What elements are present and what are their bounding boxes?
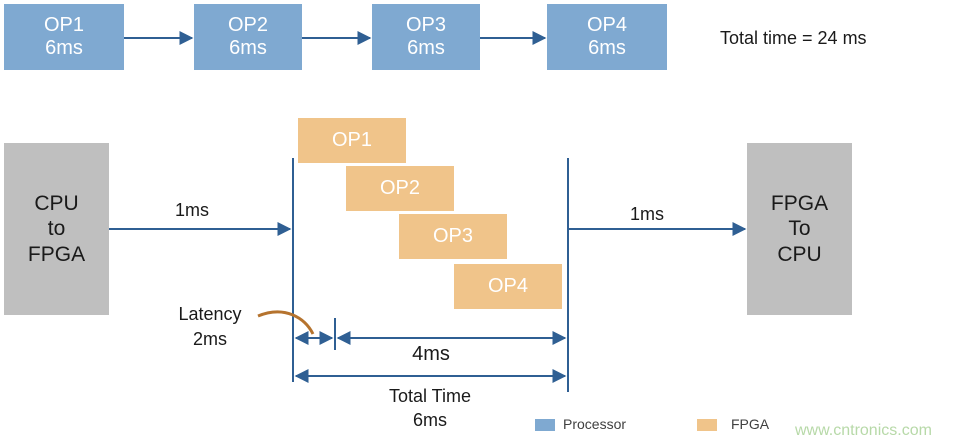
legend-fpga-label: FPGA xyxy=(731,416,770,432)
watermark-text: www.cntronics.com xyxy=(795,422,932,439)
legend-fpga-swatch xyxy=(697,419,717,431)
latency-callout-curve xyxy=(257,310,315,335)
fpga-op3-name: OP3 xyxy=(432,225,474,247)
seq-op1-box: OP1 6ms xyxy=(4,4,124,70)
fpga-op3-box: OP3 xyxy=(399,214,507,259)
latency-value: 2ms xyxy=(192,329,228,349)
fpga-op4-name: OP4 xyxy=(487,275,529,297)
fpga-op2-box: OP2 xyxy=(346,166,454,211)
seq-op3-name: OP3 xyxy=(405,14,447,36)
compute-time-label: 4ms xyxy=(412,343,450,365)
seq-op3-time: 6ms xyxy=(407,37,445,59)
total-time-label: Total Time xyxy=(388,386,472,406)
fpga-to-cpu-line-2: To xyxy=(788,217,811,241)
legend-processor-swatch xyxy=(535,419,555,431)
legend-processor-label: Processor xyxy=(563,416,627,432)
seq-op2-name: OP2 xyxy=(227,14,269,36)
seq-op1-time: 6ms xyxy=(45,37,83,59)
total-time-value: 6ms xyxy=(412,410,448,430)
seq-op1-name: OP1 xyxy=(43,14,85,36)
transfer-in-label: 1ms xyxy=(175,200,210,220)
seq-op3-box: OP3 6ms xyxy=(372,4,480,70)
fpga-op2-name: OP2 xyxy=(379,177,421,199)
seq-op4-time: 6ms xyxy=(588,37,626,59)
fpga-to-cpu-line-3: CPU xyxy=(777,242,822,266)
fpga-op4-box: OP4 xyxy=(454,264,562,309)
transfer-out-label: 1ms xyxy=(630,204,665,224)
sequential-total-time: Total time = 24 ms xyxy=(720,28,867,48)
fpga-op1-box: OP1 xyxy=(298,118,406,163)
seq-op2-time: 6ms xyxy=(229,37,267,59)
fpga-to-cpu-line-1: FPGA xyxy=(770,192,829,216)
seq-op4-box: OP4 6ms xyxy=(547,4,667,70)
seq-op4-name: OP4 xyxy=(586,14,628,36)
cpu-to-fpga-line-1: CPU xyxy=(34,192,79,216)
cpu-to-fpga-line-3: FPGA xyxy=(27,242,86,266)
fpga-op1-name: OP1 xyxy=(331,129,373,151)
latency-label: Latency xyxy=(178,304,242,324)
cpu-to-fpga-line-2: to xyxy=(47,217,66,241)
cpu-to-fpga-box: CPU to FPGA xyxy=(4,143,109,315)
fpga-to-cpu-box: FPGA To CPU xyxy=(747,143,852,315)
seq-op2-box: OP2 6ms xyxy=(194,4,302,70)
